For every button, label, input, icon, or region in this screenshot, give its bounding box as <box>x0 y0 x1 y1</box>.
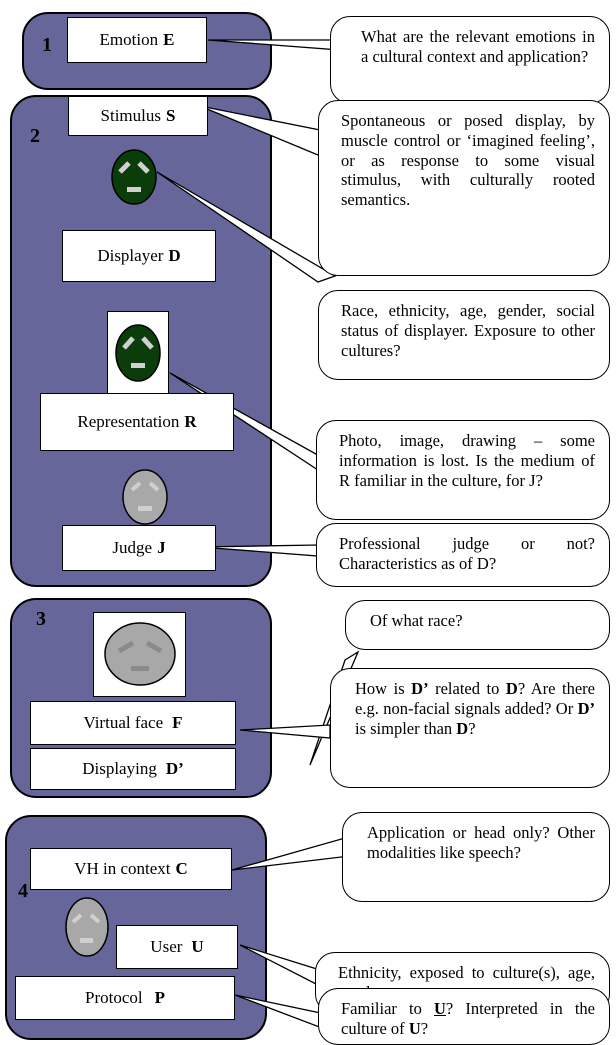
connector-stimulus <box>199 105 331 161</box>
connector-context <box>231 837 351 871</box>
context-question-bubble: Application or head only? Other modaliti… <box>342 812 610 902</box>
judge-label: Judge <box>112 538 153 557</box>
connector-user <box>239 944 321 986</box>
emotion-label: Emotion <box>99 30 159 49</box>
dark-face-icon <box>115 324 161 382</box>
virtual-face-symbol: F <box>172 713 183 732</box>
representation-face <box>114 323 162 383</box>
virtual-face <box>103 621 177 687</box>
stimulus-symbol: S <box>166 106 176 125</box>
virtual-face-box: Virtual face F <box>30 701 236 745</box>
user-face <box>64 896 110 958</box>
emotion-symbol: E <box>163 30 175 49</box>
displaying-box: Displaying D’ <box>30 748 236 790</box>
displaying-question: How is D’ related to D? Are there e.g. n… <box>355 679 595 738</box>
context-question: Application or head only? Other modaliti… <box>367 823 595 862</box>
connector-displaying <box>239 724 331 739</box>
connector-displayer <box>156 171 337 283</box>
protocol-question-bubble: Familiar to U? Interpreted in the cultur… <box>318 988 610 1045</box>
judge-face <box>121 468 169 526</box>
connector-emotion <box>207 39 341 51</box>
vh-context-label: VH in context <box>74 859 171 878</box>
stimulus-box: Stimulus S <box>68 96 208 136</box>
representation-question: Photo, image, drawing – some information… <box>339 431 595 490</box>
stimulus-label: Stimulus <box>100 106 161 125</box>
protocol-question: Familiar to U? Interpreted in the cultur… <box>341 999 595 1038</box>
race-question: Of what race? <box>370 611 463 630</box>
dark-face-icon <box>111 149 157 205</box>
section-number-3: 3 <box>36 608 46 630</box>
judge-symbol: J <box>157 538 166 557</box>
displayer-question-bubble: Race, ethnicity, age, gender, social sta… <box>318 290 610 380</box>
section-number-1: 1 <box>42 34 52 56</box>
representation-label: Representation <box>77 412 180 431</box>
displaying-label: Displaying <box>82 759 157 778</box>
displaying-symbol: D’ <box>165 759 184 778</box>
virtual-face-label: Virtual face <box>83 713 164 732</box>
vh-context-symbol: C <box>175 859 188 878</box>
gray-face-icon <box>65 897 109 957</box>
stimulus-question: Spontaneous or posed display, by muscle … <box>341 111 595 210</box>
user-label: User <box>150 937 183 956</box>
gray-face-icon <box>104 622 176 686</box>
section-number-4: 4 <box>18 880 28 902</box>
judge-question-bubble: Professional judge or not? Characteristi… <box>316 523 610 587</box>
emotion-question: What are the relevant emotions in a cult… <box>361 27 595 66</box>
displayer-question: Race, ethnicity, age, gender, social sta… <box>341 301 595 360</box>
displayer-label: Displayer <box>97 246 164 265</box>
user-symbol: U <box>191 937 204 956</box>
stimulus-question-bubble: Spontaneous or posed display, by muscle … <box>318 100 610 276</box>
race-question-bubble: Of what race? <box>345 600 610 650</box>
emotion-question-bubble: What are the relevant emotions in a cult… <box>330 16 610 104</box>
judge-question: Professional judge or not? Characteristi… <box>339 534 595 573</box>
user-box: User U <box>116 925 238 969</box>
section-number-2: 2 <box>30 125 40 147</box>
representation-symbol: R <box>184 412 197 431</box>
displayer-face <box>110 148 158 206</box>
displaying-question-bubble: How is D’ related to D? Are there e.g. n… <box>330 668 610 788</box>
protocol-symbol: P <box>154 988 165 1007</box>
connector-judge <box>199 544 319 557</box>
displayer-symbol: D <box>168 246 181 265</box>
protocol-label: Protocol <box>85 988 143 1007</box>
gray-face-icon <box>122 469 168 525</box>
representation-question-bubble: Photo, image, drawing – some information… <box>316 420 610 520</box>
protocol-box: Protocol P <box>15 976 235 1020</box>
